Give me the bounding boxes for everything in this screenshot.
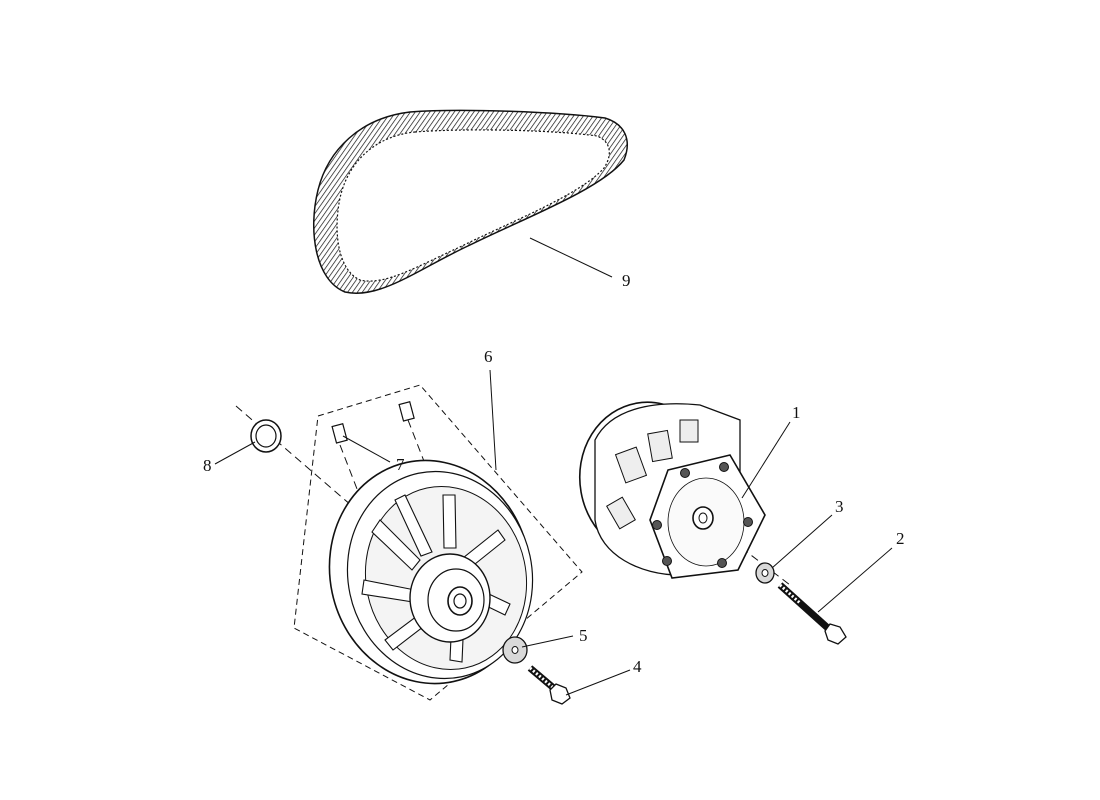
bolt-primary xyxy=(777,582,847,645)
o-ring xyxy=(250,419,282,453)
drive-belt xyxy=(313,109,628,294)
washer-secondary xyxy=(502,636,528,664)
callout-5: 5 xyxy=(579,626,588,645)
leader-lines xyxy=(214,237,893,696)
primary-clutch xyxy=(578,401,766,579)
callout-1: 1 xyxy=(792,403,801,422)
callout-9: 9 xyxy=(622,271,631,290)
callout-7: 7 xyxy=(396,455,405,474)
secondary-clutch-pulley xyxy=(328,459,534,685)
callout-6: 6 xyxy=(484,347,493,366)
washer-primary xyxy=(755,562,775,584)
bolt-secondary xyxy=(527,665,571,705)
callout-3: 3 xyxy=(835,497,844,516)
callout-4: 4 xyxy=(633,657,642,676)
keys xyxy=(331,400,415,444)
callout-labels: 1 2 3 4 5 6 7 8 9 xyxy=(203,271,905,676)
callout-8: 8 xyxy=(203,456,212,475)
callout-2: 2 xyxy=(896,529,905,548)
